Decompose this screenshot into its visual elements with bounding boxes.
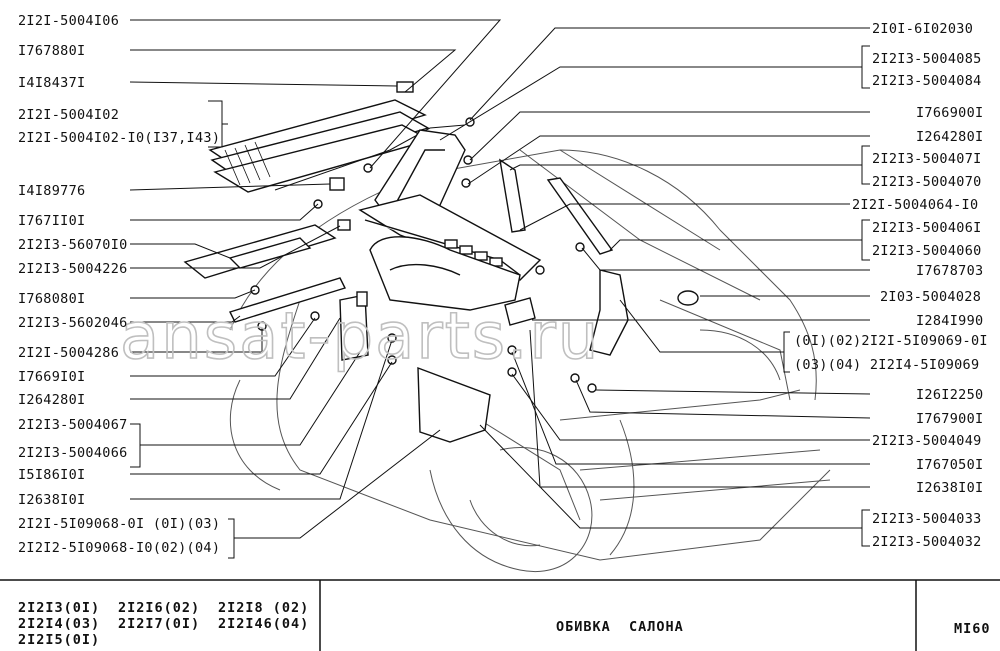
leader-lines-right [439,27,871,547]
part-label: 2I2I3-5004084 [872,73,982,89]
vehicle-body-outline [229,149,831,572]
part-label: 2I2I-5I09068-0I (0I)(03) [18,516,220,532]
part-label: (03)(04) 2I2I4-5I09069 [794,357,979,373]
part-label: 2I2I3-56070I0 [18,237,128,253]
watermark-text: ansat-parts.ru [120,300,600,374]
part-label: I766900I [916,105,983,121]
part-label: 2I2I3-500407I [872,151,982,167]
part-label: I2638I0I [916,480,983,496]
part-label: 2I2I3-5602046 [18,315,128,331]
model-code: 2I2I3(0I) [18,600,100,616]
part-label: 2I2I3-5004060 [872,243,982,259]
part-label: 2I2I-5004I02-I0(I37,I43) [18,130,220,146]
page-code: MI60 [954,621,991,637]
part-label: 2I2I3-5004085 [872,51,982,67]
lower-side-trim-panel [417,366,491,443]
part-label: I4I8437I [18,75,85,91]
screw-fastener [250,117,597,393]
part-label: 2I2I3-5004033 [872,511,982,527]
part-label: I284I990 [916,313,983,329]
part-label: 2I2I3-500406I [872,220,982,236]
sill-trim-strip [229,277,346,323]
part-label: 2I2I2-5I09068-I0(02)(04) [18,540,220,556]
part-label: 2I2I-5004I06 [18,13,119,29]
part-label: I264280I [18,392,85,408]
part-label: 2I03-5004028 [880,289,981,305]
right-part-labels: 2I0I-6I02030 2I2I3-5004085 2I2I3-5004084… [794,21,988,550]
part-label: 2I0I-6I02030 [872,21,973,37]
seatbelt-cover [589,269,629,356]
part-label: I767880I [18,43,85,59]
model-code: 2I2I4(03) [18,616,100,632]
model-code: 2I2I7(0I) [118,616,200,632]
leader-lines-left [129,19,502,559]
part-label: I768080I [18,291,85,307]
part-label: I7669I0I [18,369,85,385]
part-label: 2I2I3-5004226 [18,261,128,277]
part-label: 2I2I3-5004066 [18,445,128,461]
part-label: I767050I [916,457,983,473]
part-label: 2I2I-5004I02 [18,107,119,123]
part-label: I767900I [916,411,983,427]
rubber-buffer [504,297,536,326]
part-label: I767II0I [18,213,85,229]
title-block: 2I2I3(0I) 2I2I6(02) 2I2I8 (02) 2I2I4(03)… [0,579,1000,651]
rear-window-trim-rod [274,124,466,191]
part-label: I4I89776 [18,183,85,199]
part-label: I5I86I0I [18,467,85,483]
part-label: 2I2I-5004286 [18,345,119,361]
part-label: 2I2I-5004064-I0 [852,197,978,213]
part-label: I2638I0I [18,492,85,508]
model-code: 2I2I5(0I) [18,632,100,648]
part-label: 2I2I3-5004032 [872,534,982,550]
wheel-arch-trim [369,236,521,311]
model-code: 2I2I46(04) [218,616,309,632]
left-part-labels: 2I2I-5004I06 I767880I I4I8437I 2I2I-5004… [18,13,220,556]
c-pillar-trim [499,158,526,233]
clip-small [329,81,414,307]
part-label: I264280I [916,129,983,145]
part-label: I26I2250 [916,387,983,403]
rear-door-trim-strip [546,177,614,255]
section-title: ОБИВКА САЛОНА [556,619,684,635]
part-label: (0I)(02)2I2I-5I09069-0I [794,333,988,349]
part-label: I7678703 [916,263,983,279]
headliner-panel [208,99,432,193]
cap-plug [677,290,699,306]
roof-pillar-trim [374,129,466,221]
model-code: 2I2I8 (02) [218,600,309,616]
part-label: 2I2I3-5004067 [18,417,128,433]
model-code: 2I2I6(02) [118,600,200,616]
parcel-shelf [183,224,337,279]
part-label: 2I2I3-5004070 [872,174,982,190]
part-label: 2I2I3-5004049 [872,433,982,449]
